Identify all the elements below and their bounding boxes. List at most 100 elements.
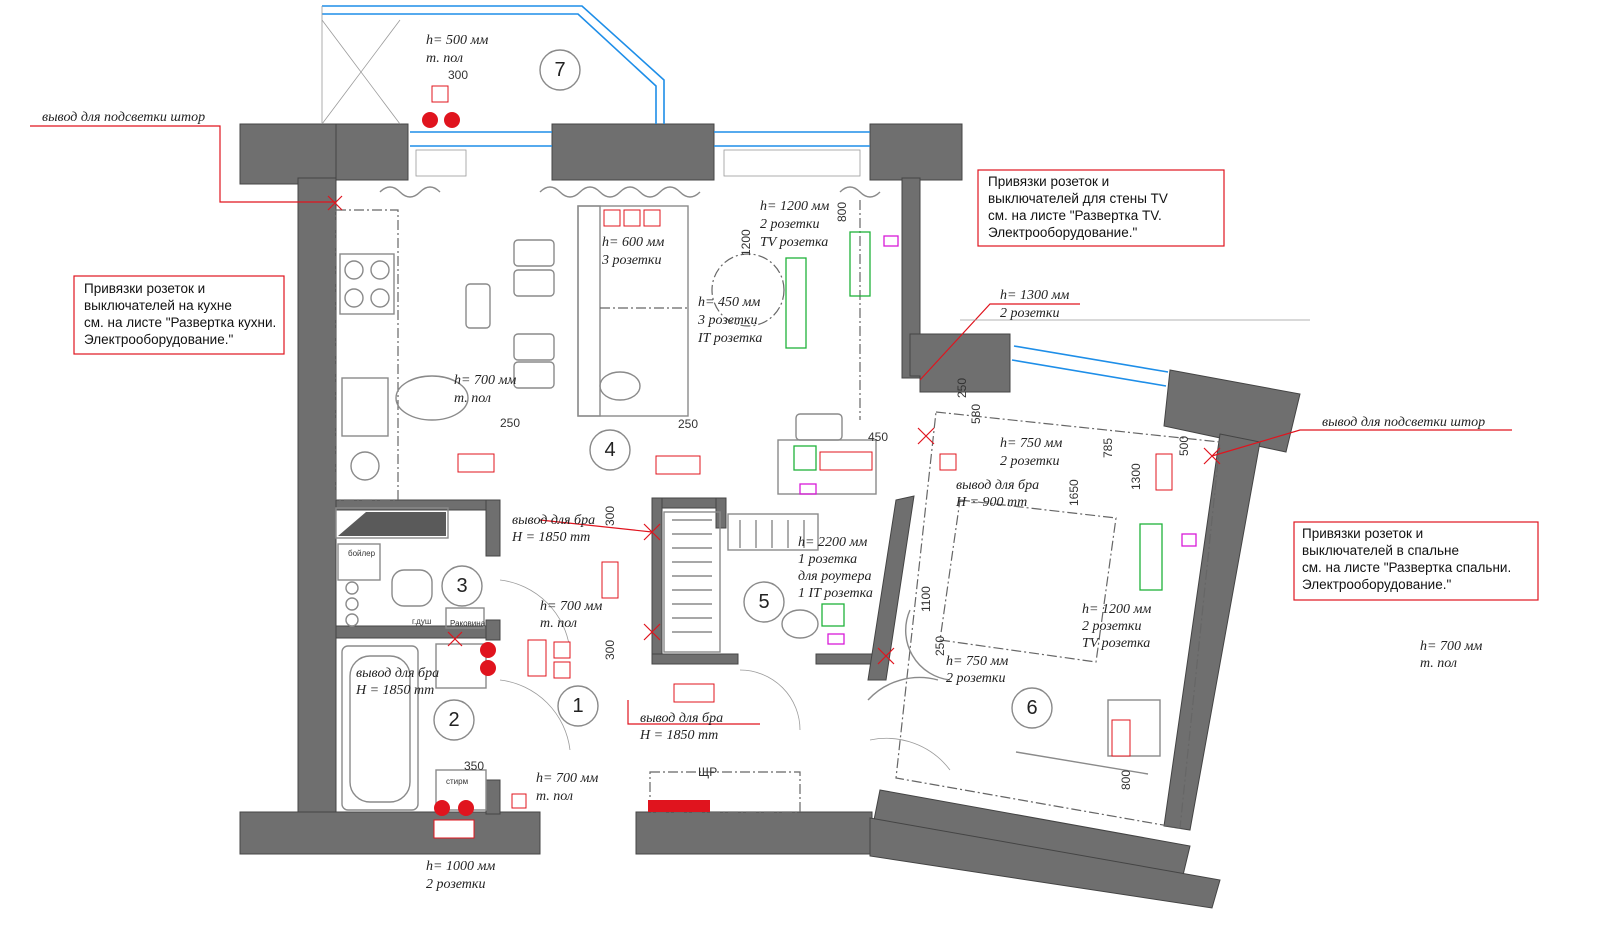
dimension: 250 bbox=[500, 416, 520, 430]
dimension: 300 bbox=[603, 640, 617, 660]
dimension: 500 bbox=[1177, 436, 1191, 456]
label: т. пол bbox=[1420, 656, 1457, 671]
label: h= 2200 мм bbox=[798, 535, 867, 550]
note-line: Привязки розеток и bbox=[1302, 526, 1423, 541]
label: h= 700 мм bbox=[536, 771, 598, 786]
label: 2 розетки bbox=[760, 217, 819, 232]
furniture bbox=[335, 186, 1221, 829]
dimension: 1650 bbox=[1067, 479, 1081, 506]
dimension: 250 bbox=[933, 636, 947, 656]
label: 3 розетки bbox=[697, 313, 757, 328]
note-kitchen: Привязки розеток и выключателей на кухне… bbox=[73, 275, 285, 355]
label: 2 розетки bbox=[1082, 619, 1141, 634]
note-line: Электрооборудование." bbox=[84, 332, 233, 347]
room-number-7: 7 bbox=[554, 59, 565, 81]
room-number-6: 6 bbox=[1026, 697, 1037, 719]
note-bedroom: Привязки розеток и выключателей в спальн… bbox=[1293, 521, 1539, 601]
leader-lines bbox=[30, 125, 1512, 725]
dimension: 300 bbox=[603, 506, 617, 526]
dimension: 800 bbox=[1119, 770, 1133, 790]
dimension: 1200 bbox=[739, 229, 753, 256]
note-line: см. на листе "Развертка кухни. bbox=[84, 315, 276, 330]
label: H = 1850 mm bbox=[511, 530, 590, 545]
low-current-outlets bbox=[785, 231, 1197, 645]
note-line: выключателей в спальне bbox=[1302, 543, 1459, 558]
room-number-1: 1 bbox=[572, 695, 583, 717]
label: 2 розетки bbox=[1000, 306, 1059, 321]
label: H = 1850 mm bbox=[355, 683, 434, 698]
label: h= 500 мм bbox=[426, 33, 488, 48]
curtain-light-label-left: вывод для подсветки штор bbox=[42, 110, 205, 125]
height-labels: h= 500 мм т. пол вывод для подсветки што… bbox=[42, 33, 1485, 892]
electrical-outlets bbox=[422, 85, 1173, 839]
room-numbers: 7 4 3 2 1 5 6 bbox=[433, 49, 1053, 741]
label: h= 1200 мм bbox=[760, 199, 829, 214]
label: т. пол bbox=[540, 616, 577, 631]
label: h= 1300 мм bbox=[1000, 288, 1069, 303]
label: H = 1850 mm bbox=[639, 728, 718, 743]
label: h= 700 мм bbox=[540, 599, 602, 614]
note-line: выключателей для стены TV bbox=[988, 191, 1168, 206]
note-tv: Привязки розеток и выключателей для стен… bbox=[977, 169, 1225, 247]
label: TV розетка bbox=[1082, 636, 1150, 651]
label: 2 розетки bbox=[1000, 454, 1059, 469]
walls bbox=[239, 123, 1301, 909]
label: h= 750 мм bbox=[1000, 436, 1062, 451]
dimension: 785 bbox=[1101, 438, 1115, 458]
dimension: 250 bbox=[678, 417, 698, 431]
note-line: Привязки розеток и bbox=[84, 281, 205, 296]
room-number-3: 3 bbox=[456, 575, 467, 597]
windows bbox=[321, 5, 1169, 387]
dimension: 250 bbox=[955, 378, 969, 398]
label: вывод для бра bbox=[512, 513, 595, 528]
label: вывод для бра bbox=[956, 478, 1039, 493]
label: IT розетка bbox=[697, 331, 762, 346]
curtain-light-label-right: вывод для подсветки штор bbox=[1322, 415, 1485, 430]
note-line: см. на листе "Развертка TV. bbox=[988, 208, 1162, 223]
room-number-5: 5 bbox=[758, 591, 769, 613]
label: т. пол bbox=[426, 51, 463, 66]
label: 2 розетки bbox=[426, 877, 485, 892]
label: т. пол bbox=[454, 391, 491, 406]
label: h= 600 мм bbox=[602, 235, 664, 250]
note-line: Привязки розеток и bbox=[988, 174, 1109, 189]
dimensions: 300 1200 800 250 250 450 250 580 500 785… bbox=[448, 68, 1191, 790]
dimension: 450 bbox=[868, 430, 888, 444]
fixture-captions: бойлер Раковина г.душ стирм ЩР bbox=[348, 549, 717, 786]
label: h= 750 мм bbox=[946, 654, 1008, 669]
dimension: 1100 bbox=[919, 586, 933, 612]
room-number-2: 2 bbox=[448, 709, 459, 731]
boiler-caption: бойлер bbox=[348, 549, 376, 558]
dimension: 300 bbox=[448, 68, 468, 82]
note-line: Электрооборудование." bbox=[1302, 577, 1451, 592]
room-number-4: 4 bbox=[604, 439, 615, 461]
washer-caption: стирм bbox=[446, 777, 468, 786]
label: h= 1200 мм bbox=[1082, 602, 1151, 617]
label: h= 700 мм bbox=[1420, 639, 1482, 654]
sink-caption: Раковина bbox=[450, 619, 486, 628]
label: 3 розетки bbox=[601, 253, 661, 268]
dimension: 580 bbox=[969, 404, 983, 424]
label: вывод для бра bbox=[640, 711, 723, 726]
label: 1 IT розетка bbox=[798, 586, 873, 601]
note-line: Электрооборудование." bbox=[988, 225, 1137, 240]
label: h= 1000 мм bbox=[426, 859, 495, 874]
wardrobe-rails bbox=[672, 519, 805, 633]
label: для роутера bbox=[798, 569, 871, 584]
panel-caption: ЩР bbox=[698, 765, 717, 779]
label: h= 450 мм bbox=[698, 295, 760, 310]
label: h= 700 мм bbox=[454, 373, 516, 388]
note-line: см. на листе "Развертка спальни. bbox=[1302, 560, 1511, 575]
label: TV розетка bbox=[760, 235, 828, 250]
label: 1 розетка bbox=[798, 552, 857, 567]
dimension: 800 bbox=[835, 202, 849, 222]
dimension: 1300 bbox=[1129, 463, 1143, 490]
label: вывод для бра bbox=[356, 666, 439, 681]
label: 2 розетки bbox=[946, 671, 1005, 686]
label: т. пол bbox=[536, 789, 573, 804]
dimension: 350 bbox=[464, 759, 484, 773]
label: H = 900 mm bbox=[955, 495, 1027, 510]
note-line: выключателей на кухне bbox=[84, 298, 232, 313]
shower-caption: г.душ bbox=[412, 617, 431, 626]
